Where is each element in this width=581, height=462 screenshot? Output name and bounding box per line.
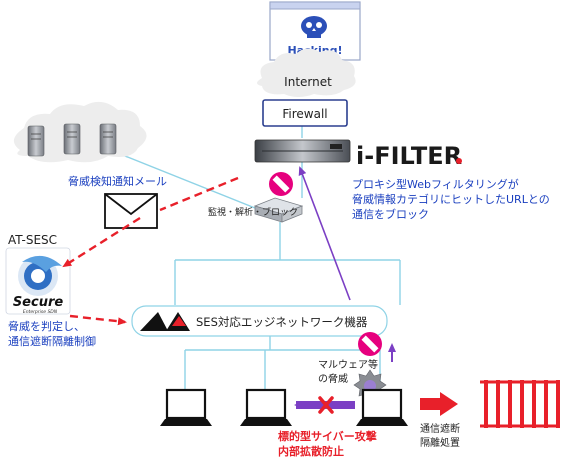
threat-mail-label: 脅威検知通知メール xyxy=(68,174,167,188)
laptop-icon-1 xyxy=(160,388,212,426)
lateral-label-line-2: 内部拡散防止 xyxy=(278,444,344,458)
block-x-icon xyxy=(318,396,334,414)
at-sesc-description-line-2: 通信遮断隔離制御 xyxy=(8,334,96,348)
server-cloud xyxy=(13,101,147,163)
envelope-icon xyxy=(104,193,158,229)
secure-logo-text: Secure xyxy=(13,295,64,310)
malware-label: マルウェア等 の脅威 xyxy=(318,358,381,385)
isolation-arrow xyxy=(420,392,458,416)
proxy-description: プロキシ型Webフィルタリングが 脅威情報カテゴリにヒットしたURLとの 通信を… xyxy=(352,177,553,221)
ifilter-logo: i-FILTER xyxy=(356,142,462,170)
laptop-icon-2 xyxy=(240,388,292,426)
edge-device-label: SES対応エッジネットワーク機器 xyxy=(196,315,368,329)
ifilter-appliance xyxy=(254,139,351,163)
secure-logo-subtext: Enterprise SDN xyxy=(23,309,58,315)
block-icon-edge xyxy=(358,332,382,356)
red-dashed-arrows xyxy=(62,176,239,326)
at-sesc-description-line-1: 脅威を判定し、 xyxy=(8,319,85,333)
at-sesc-title: AT-SESC xyxy=(8,233,57,247)
isolation-label-line-2: 隔離処置 xyxy=(420,436,460,449)
lateral-label-line-1: 標的型サイバー攻撃 xyxy=(278,429,377,443)
firewall-box: Firewall xyxy=(262,99,348,127)
switch-icon xyxy=(253,197,304,223)
internet-label: Internet xyxy=(284,75,332,89)
isolation-label-line-1: 通信遮断 xyxy=(420,422,460,435)
server-icon-3 xyxy=(99,123,117,155)
laptop-icon-3 xyxy=(356,388,408,426)
internet-cloud: Internet xyxy=(257,48,356,97)
network-lines xyxy=(84,100,401,390)
arrow-mail-to-sesc xyxy=(62,216,141,268)
switch-label: 監視・解析・ブロック xyxy=(208,206,298,218)
skull-icon xyxy=(301,16,327,38)
ifilter-logo-accent xyxy=(456,158,462,164)
isolation-cage-icon xyxy=(480,380,560,428)
arrow-sesc-to-edge xyxy=(69,314,127,326)
server-icon-2 xyxy=(63,123,81,155)
malware-label-line-1: マルウェア等 xyxy=(318,358,378,371)
allied-telesis-icon xyxy=(140,312,190,331)
secure-sdn-logo: Secure Enterprise SDN xyxy=(5,247,71,315)
edge-device-box: SES対応エッジネットワーク機器 xyxy=(131,305,388,337)
proxy-description-line-2: 脅威情報カテゴリにヒットしたURLとの xyxy=(352,192,550,206)
arrow-edge-to-ifilter xyxy=(298,166,351,301)
lateral-label: 標的型サイバー攻撃 内部拡散防止 xyxy=(278,429,381,458)
proxy-description-line-3: 通信をブロック xyxy=(352,207,429,221)
isolation-label: 通信遮断 隔離処置 xyxy=(420,422,463,449)
malware-label-line-2: の脅威 xyxy=(318,372,348,385)
proxy-description-line-1: プロキシ型Webフィルタリングが xyxy=(352,177,519,191)
firewall-label: Firewall xyxy=(282,107,327,121)
server-icon-1 xyxy=(27,125,45,157)
arrow-switch-to-mail xyxy=(159,176,239,212)
at-sesc-description: 脅威を判定し、 通信遮断隔離制御 xyxy=(8,319,96,348)
block-icon-ifilter xyxy=(269,172,293,196)
